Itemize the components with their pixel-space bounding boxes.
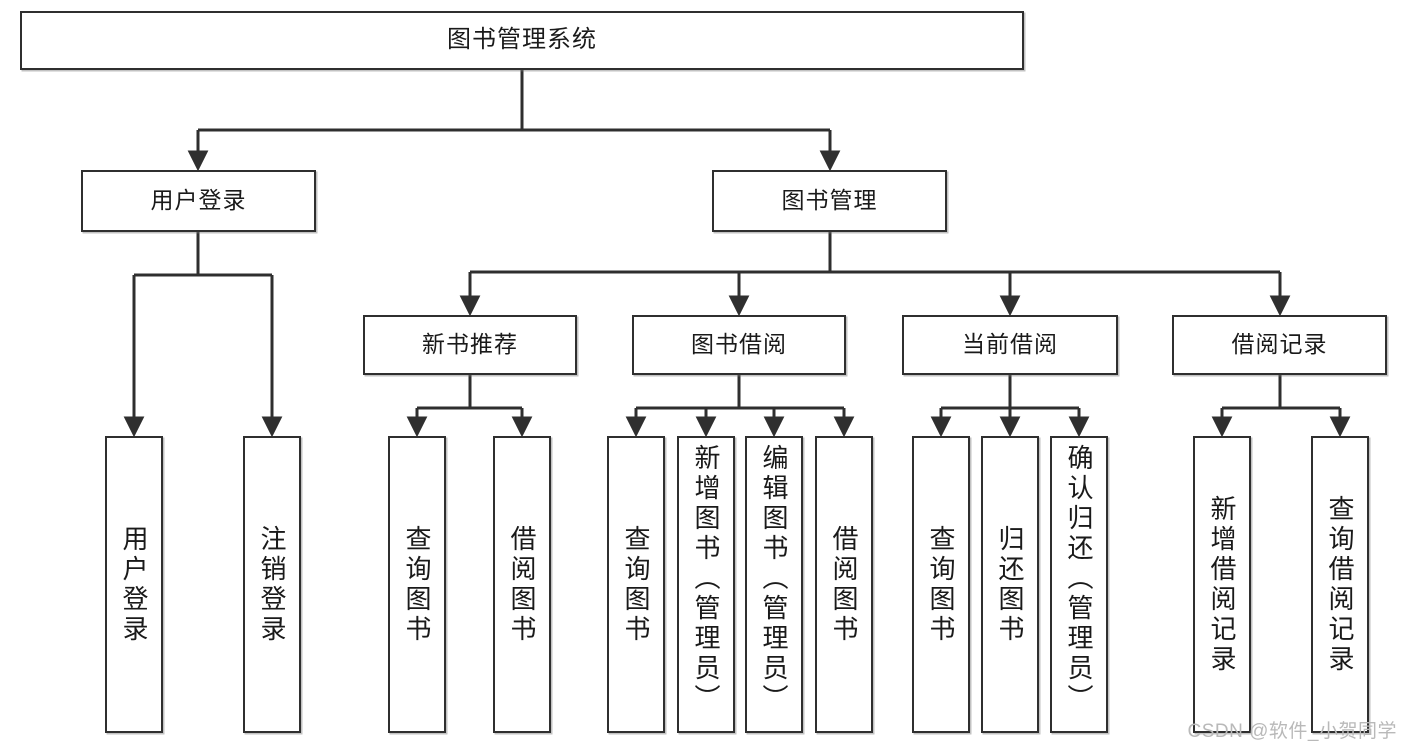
leaf-label: 查询图书 — [926, 524, 957, 645]
leaf-book-borrow-borrow-book[interactable]: 借阅图书 — [815, 436, 873, 733]
node-borrow-record-label: 借阅记录 — [1231, 331, 1328, 358]
leaf-borrow-record-query-record[interactable]: 查询借阅记录 — [1311, 436, 1369, 733]
leaf-book-borrow-add-book-admin[interactable]: 新增图书（管理员） — [677, 436, 735, 733]
leaf-label: 查询图书 — [621, 524, 652, 645]
leaf-user-login-logout[interactable]: 注销登录 — [243, 436, 301, 733]
node-user-login[interactable]: 用户登录 — [81, 170, 316, 232]
node-current-borrow[interactable]: 当前借阅 — [902, 315, 1118, 375]
leaf-user-login-login[interactable]: 用户登录 — [105, 436, 163, 733]
node-root[interactable]: 图书管理系统 — [20, 11, 1024, 70]
node-new-book-recommend[interactable]: 新书推荐 — [363, 315, 577, 375]
leaf-label: 借阅图书 — [507, 524, 538, 645]
leaf-borrow-record-add-record[interactable]: 新增借阅记录 — [1193, 436, 1251, 733]
node-book-borrow-label: 图书借阅 — [691, 331, 787, 358]
leaf-label: 归还图书 — [995, 524, 1026, 645]
leaf-new-book-borrow-book[interactable]: 借阅图书 — [493, 436, 551, 733]
leaf-label: 查询借阅记录 — [1325, 494, 1356, 675]
node-new-book-recommend-label: 新书推荐 — [422, 331, 518, 358]
leaf-label: 借阅图书 — [829, 524, 860, 645]
leaf-current-borrow-confirm-return-admin[interactable]: 确认归还（管理员） — [1050, 436, 1108, 733]
node-current-borrow-label: 当前借阅 — [962, 331, 1058, 358]
node-borrow-record[interactable]: 借阅记录 — [1172, 315, 1387, 375]
watermark: CSDN @软件_小贺同学 — [1187, 721, 1397, 742]
leaf-current-borrow-query-book[interactable]: 查询图书 — [912, 436, 970, 733]
leaf-book-borrow-edit-book-admin[interactable]: 编辑图书（管理员） — [745, 436, 803, 733]
node-root-label: 图书管理系统 — [447, 26, 597, 54]
leaf-label: 编辑图书（管理员） — [759, 444, 790, 714]
leaf-label: 查询图书 — [402, 524, 433, 645]
leaf-new-book-query-book[interactable]: 查询图书 — [388, 436, 446, 733]
leaf-label: 新增借阅记录 — [1207, 494, 1238, 675]
node-book-management-label: 图书管理 — [781, 187, 878, 214]
leaf-book-borrow-query-book[interactable]: 查询图书 — [607, 436, 665, 733]
node-book-management[interactable]: 图书管理 — [712, 170, 947, 232]
node-user-login-label: 用户登录 — [150, 187, 247, 214]
leaf-label: 用户登录 — [119, 524, 150, 645]
leaf-label: 新增图书（管理员） — [691, 444, 722, 714]
leaf-label: 确认归还（管理员） — [1064, 444, 1095, 714]
node-book-borrow[interactable]: 图书借阅 — [632, 315, 846, 375]
leaf-label: 注销登录 — [257, 524, 288, 645]
leaf-current-borrow-return-book[interactable]: 归还图书 — [981, 436, 1039, 733]
